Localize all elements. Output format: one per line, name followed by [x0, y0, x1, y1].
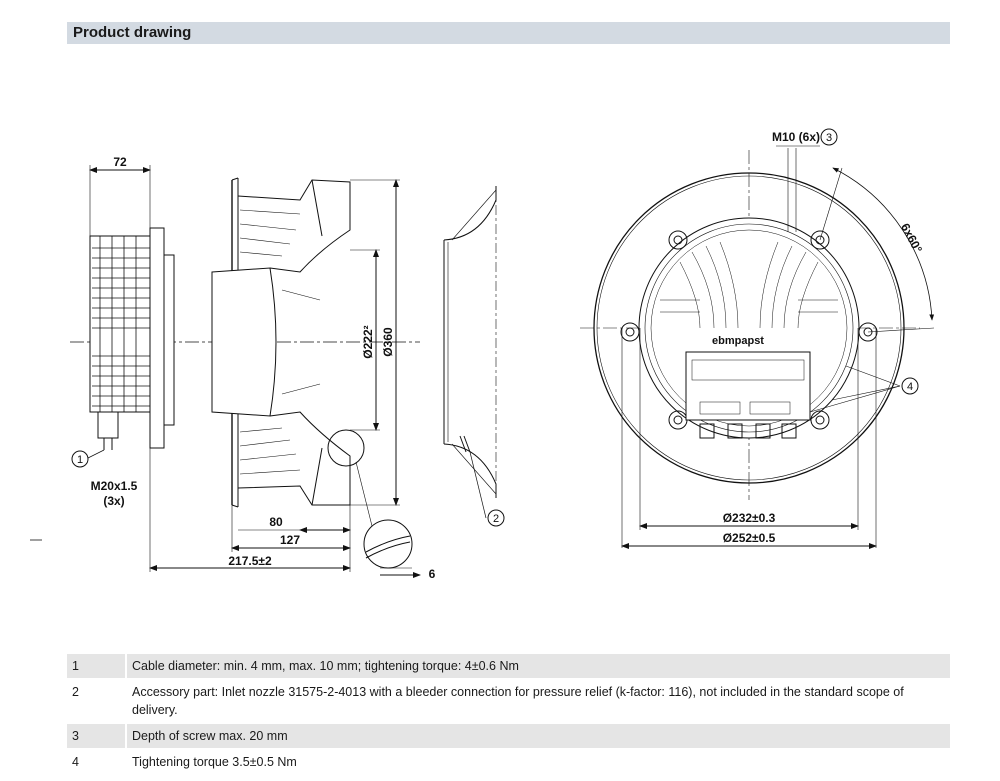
section-header: Product drawing	[67, 22, 950, 44]
dim-217: 217.5±2	[228, 554, 272, 568]
dim-72: 72	[113, 155, 127, 169]
thread-m10-label: M10 (6x)	[772, 130, 820, 144]
legend-text: Tightening torque 3.5±0.5 Nm	[132, 755, 297, 769]
dim-80: 80	[269, 515, 283, 529]
svg-text:4: 4	[907, 381, 913, 393]
legend-number: 3	[67, 723, 127, 749]
svg-text:3: 3	[826, 132, 832, 144]
section-title: Product drawing	[73, 24, 192, 41]
legend-number: 2	[67, 679, 127, 723]
callout-2: 2	[487, 509, 505, 527]
front-view	[580, 145, 935, 549]
legend-text: Depth of screw max. 20 mm	[126, 723, 950, 749]
callout-1: 1	[71, 450, 89, 468]
dim-252: Ø252±0.5	[723, 531, 776, 545]
legend-row: 4 Tightening torque 3.5±0.5 Nm	[67, 749, 950, 774]
legend-text: Cable diameter: min. 4 mm, max. 10 mm; t…	[126, 653, 950, 679]
heatsink-fins	[92, 236, 150, 412]
dim-6: 6	[429, 567, 436, 581]
side-view	[30, 165, 497, 578]
legend-number: 1	[67, 653, 127, 679]
dim-127: 127	[280, 533, 300, 547]
legend-row: 1 Cable diameter: min. 4 mm, max. 10 mm;…	[67, 653, 950, 679]
svg-text:2: 2	[493, 513, 499, 525]
product-drawing: 72 80 127 217.5±2 6 Ø222² Ø360 Ø232±0.3 …	[30, 128, 935, 581]
dim-360: Ø360	[381, 327, 395, 357]
angle-label: 6x60°	[898, 221, 925, 256]
legend-table: 1 Cable diameter: min. 4 mm, max. 10 mm;…	[67, 652, 950, 774]
thread-m20-label: M20x1.5	[91, 479, 138, 493]
legend-row: 3 Depth of screw max. 20 mm	[67, 723, 950, 749]
legend-row: 2 Accessory part: Inlet nozzle 31575-2-4…	[67, 679, 950, 723]
dim-232: Ø232±0.3	[723, 511, 776, 525]
legend-text: Accessory part: Inlet nozzle 31575-2-401…	[132, 685, 904, 717]
thread-m20-count: (3x)	[103, 494, 124, 508]
callout-4: 4	[901, 377, 919, 395]
callout-3: 3	[820, 128, 838, 146]
dim-222: Ø222²	[361, 325, 375, 358]
svg-text:1: 1	[77, 454, 83, 466]
legend-number: 4	[67, 749, 127, 774]
brand-logo: ebmpapst	[712, 335, 764, 347]
